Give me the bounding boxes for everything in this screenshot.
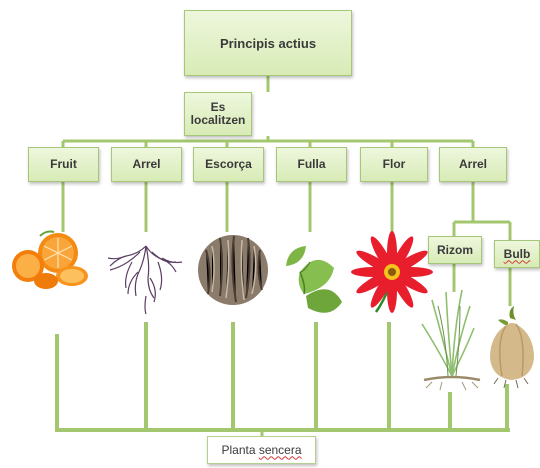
root-node: Principis actius — [184, 10, 352, 76]
root-label: Principis actius — [219, 35, 317, 51]
subcategory-label: Rizom — [437, 242, 473, 257]
category-node-arrel-2: Arrel — [439, 147, 507, 182]
flower-photo — [351, 231, 433, 313]
bottom-node: Planta sencera — [207, 436, 316, 464]
category-node-escorca: Escorça — [193, 147, 264, 182]
subcategory-label: Bulb — [503, 246, 531, 261]
located-label: Es localitzen — [190, 100, 246, 127]
leaf-photo — [286, 246, 342, 313]
bottom-label-prefix: Planta — [221, 442, 259, 457]
category-label: Fruit — [50, 157, 77, 171]
category-label: Fulla — [297, 157, 326, 171]
category-label: Flor — [382, 157, 406, 171]
category-node-fulla: Fulla — [276, 147, 347, 182]
category-label: Escorça — [205, 157, 252, 171]
category-node-fruit: Fruit — [28, 147, 99, 182]
category-node-arrel: Arrel — [111, 147, 182, 182]
bottom-label-misspelled: sencera — [258, 442, 302, 457]
category-node-flor: Flor — [360, 147, 428, 182]
category-label: Arrel — [132, 157, 161, 171]
rhizome-grass-photo — [421, 289, 481, 391]
category-label: Arrel — [458, 157, 487, 171]
subcategory-node-rizom: Rizom — [428, 236, 482, 264]
bottom-label: Planta sencera — [221, 442, 302, 457]
bulb-photo — [490, 306, 534, 389]
subcategory-node-bulb: Bulb — [494, 240, 540, 268]
root-photo — [107, 245, 183, 315]
bark-photo — [198, 235, 268, 305]
orange-fruit-photo — [12, 230, 88, 289]
located-node: Es localitzen — [184, 92, 252, 136]
